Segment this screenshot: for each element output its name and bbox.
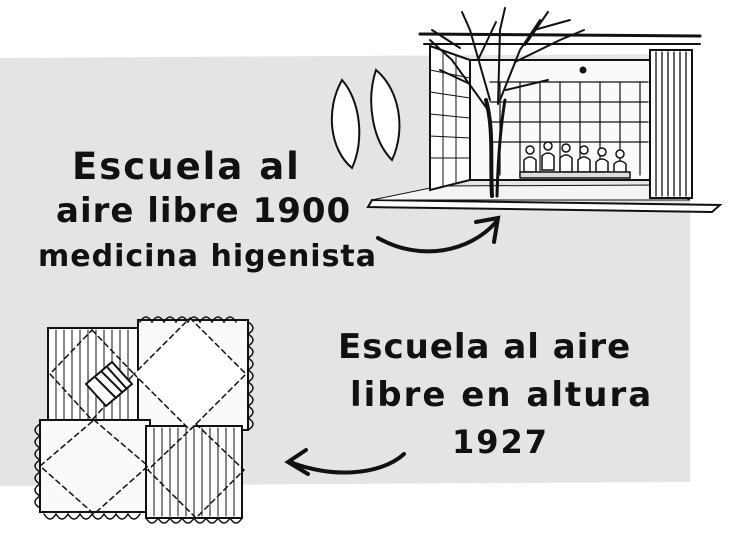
- caption-top-line3: medicina higenista: [38, 239, 378, 274]
- caption-bottom-line3: 1927: [452, 423, 550, 461]
- curved-arrow-icon: [376, 215, 501, 254]
- caption-bottom-line2: libre en altura: [350, 375, 654, 415]
- open-air-classroom-illustration: [330, 7, 723, 214]
- caption-top-line2: aire libre 1900: [56, 191, 352, 231]
- rotated-square-plan-illustration: [34, 316, 254, 524]
- caption-top-line1: Escuela al: [72, 145, 301, 188]
- caption-bottom-line1: Escuela al aire: [338, 327, 632, 367]
- curved-arrow-icon: [284, 448, 406, 476]
